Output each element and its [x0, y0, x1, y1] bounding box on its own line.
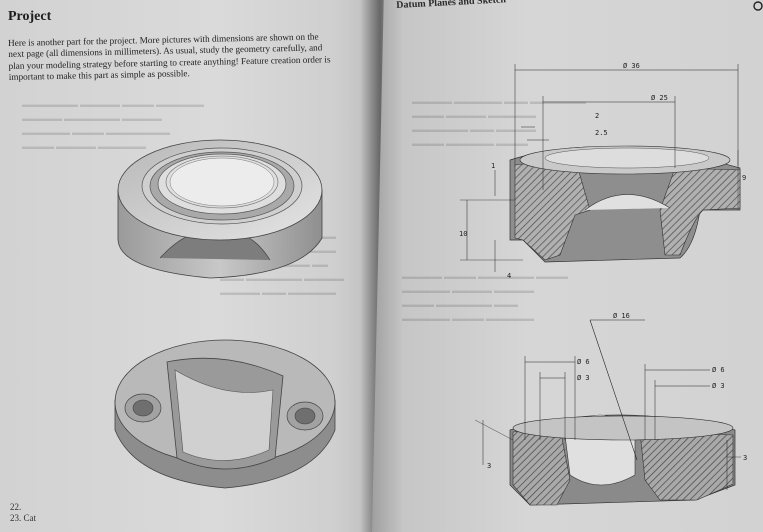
part-isometric-top	[117, 139, 323, 279]
left-page: ▬▬▬▬▬▬▬ ▬▬▬▬▬ ▬▬▬▬ ▬▬▬▬▬▬▬▬▬▬▬ ▬▬▬▬▬▬▬ ▬…	[0, 0, 395, 532]
dimension-label: 3	[743, 454, 747, 462]
intro-paragraph: Here is another part for the project. Mo…	[8, 30, 371, 83]
dimension-label: Ø 16	[613, 312, 630, 320]
dimension-label: Ø 25	[651, 94, 668, 102]
dimension-label: 1	[491, 162, 495, 170]
dimension-label: 2	[595, 112, 599, 120]
dimension-label: Ø 3	[712, 382, 725, 390]
dimension-label: 9	[742, 174, 746, 182]
dimension-label: Ø 6	[577, 358, 590, 366]
dimension-label: 2.5	[595, 129, 608, 137]
dimension-label: 10	[459, 230, 467, 238]
bleed-through-text: ▬▬▬▬▬ ▬▬▬▬ ▬▬▬▬▬▬▬ ▬▬▬▬▬▬▬▬▬▬ ▬▬▬▬▬ ▬▬▬▬…	[402, 272, 568, 323]
footer-line: 22.	[10, 502, 22, 512]
page-footer-list: 22. 23. Cat	[10, 502, 36, 524]
dimension-label: 3	[487, 462, 491, 470]
section-view-top: Ø 36 Ø 25 2 2.5 1 10 4 9	[459, 62, 746, 280]
part-isometric-bottom	[114, 339, 336, 489]
page-corner-icon	[753, 1, 763, 11]
dimension-label: Ø 6	[712, 366, 725, 374]
dimension-label: Ø 36	[623, 62, 640, 70]
dimension-label: 4	[507, 272, 511, 280]
bleed-through-text: ▬▬▬▬▬▬▬ ▬▬▬▬▬ ▬▬▬▬ ▬▬▬▬▬▬▬▬▬▬▬ ▬▬▬▬▬▬▬ ▬…	[22, 100, 204, 151]
footer-line: 23. Cat	[10, 513, 36, 523]
section-view-bottom: Ø 16 Ø 6 Ø 3 Ø 6 Ø 3 3 3	[474, 312, 747, 506]
dimension-label: Ø 3	[577, 374, 590, 382]
bleed-through-text: ▬▬▬▬▬ ▬▬▬▬▬▬ ▬▬▬ ▬▬▬▬▬▬▬▬▬▬▬ ▬▬▬▬▬ ▬▬▬▬▬…	[412, 97, 586, 148]
page-title: Project	[8, 9, 52, 24]
